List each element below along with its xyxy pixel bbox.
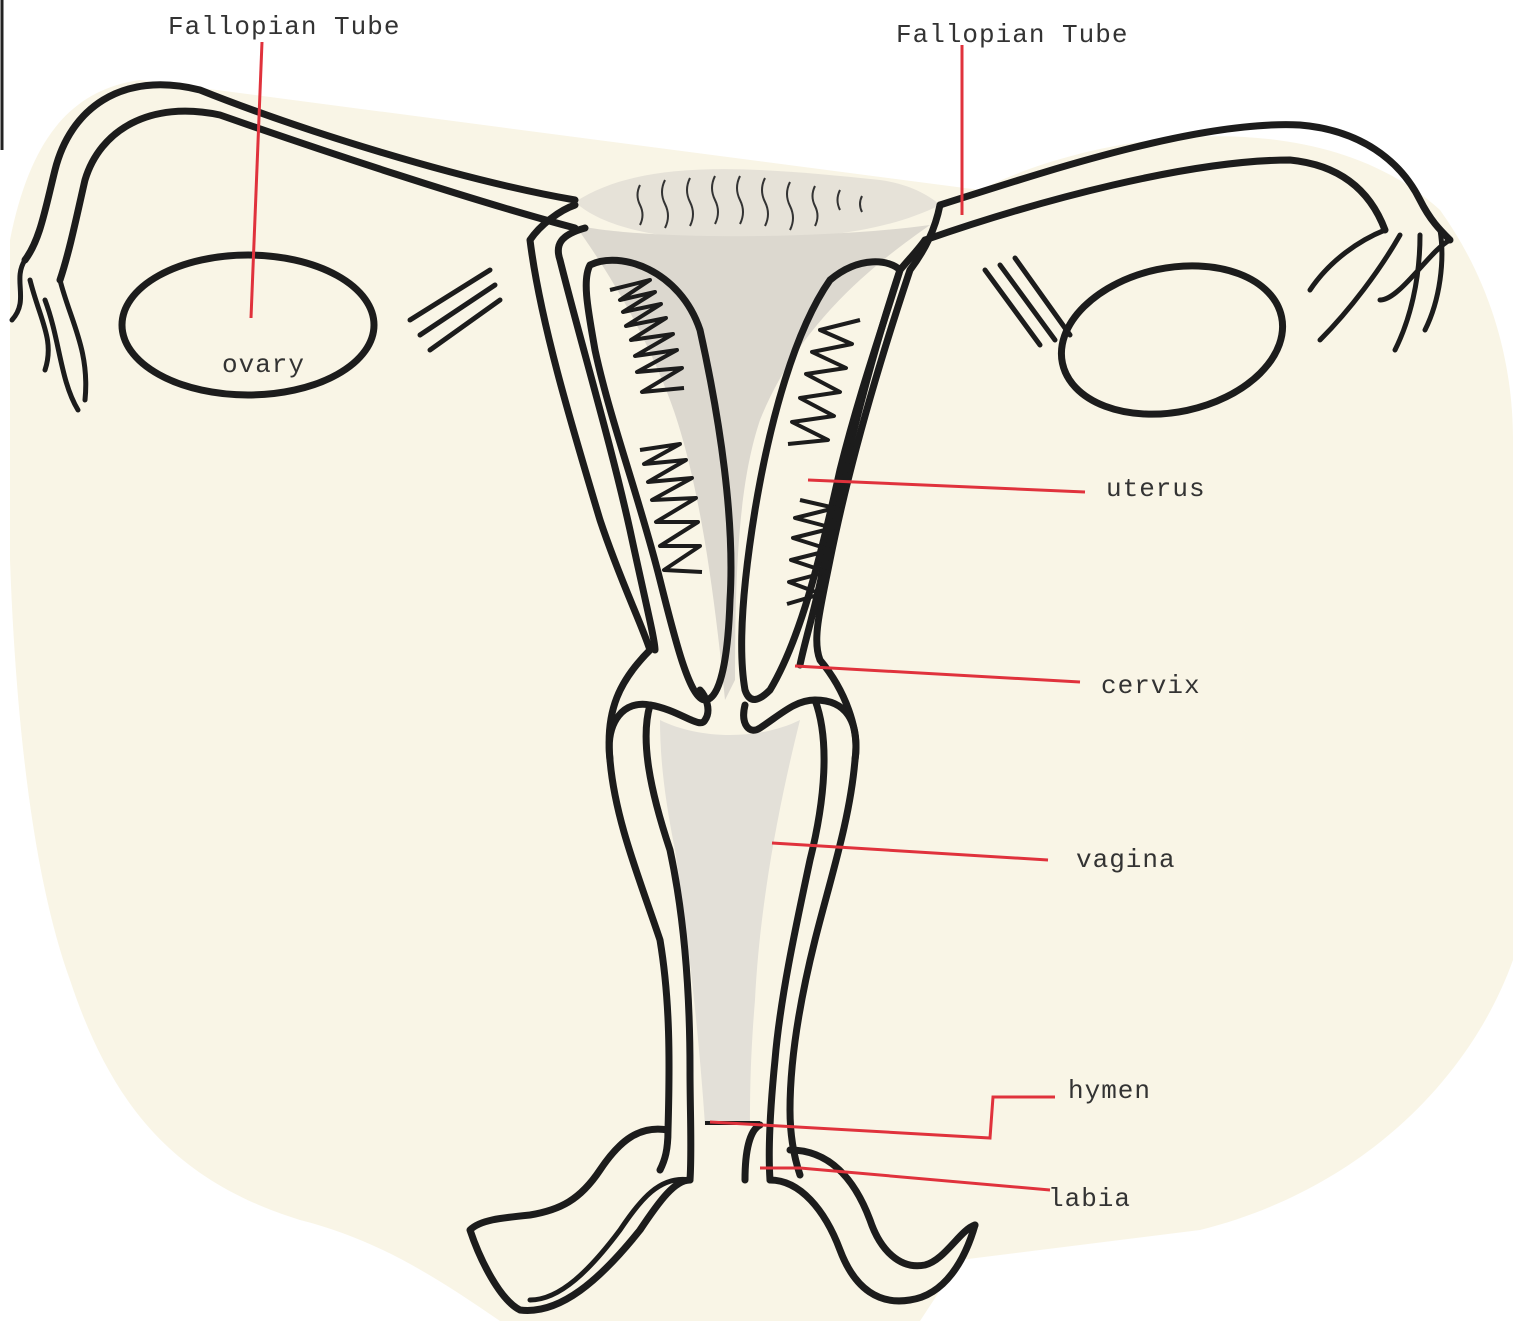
label-cervix: cervix — [1101, 671, 1201, 701]
label-vagina: vagina — [1076, 845, 1176, 875]
label-fallopian-tube-left: Fallopian Tube — [168, 12, 400, 42]
label-fallopian-tube-right: Fallopian Tube — [896, 20, 1128, 50]
label-uterus: uterus — [1106, 474, 1206, 504]
label-labia: labia — [1048, 1184, 1131, 1214]
label-hymen: hymen — [1068, 1076, 1151, 1106]
label-ovary: ovary — [222, 350, 305, 380]
